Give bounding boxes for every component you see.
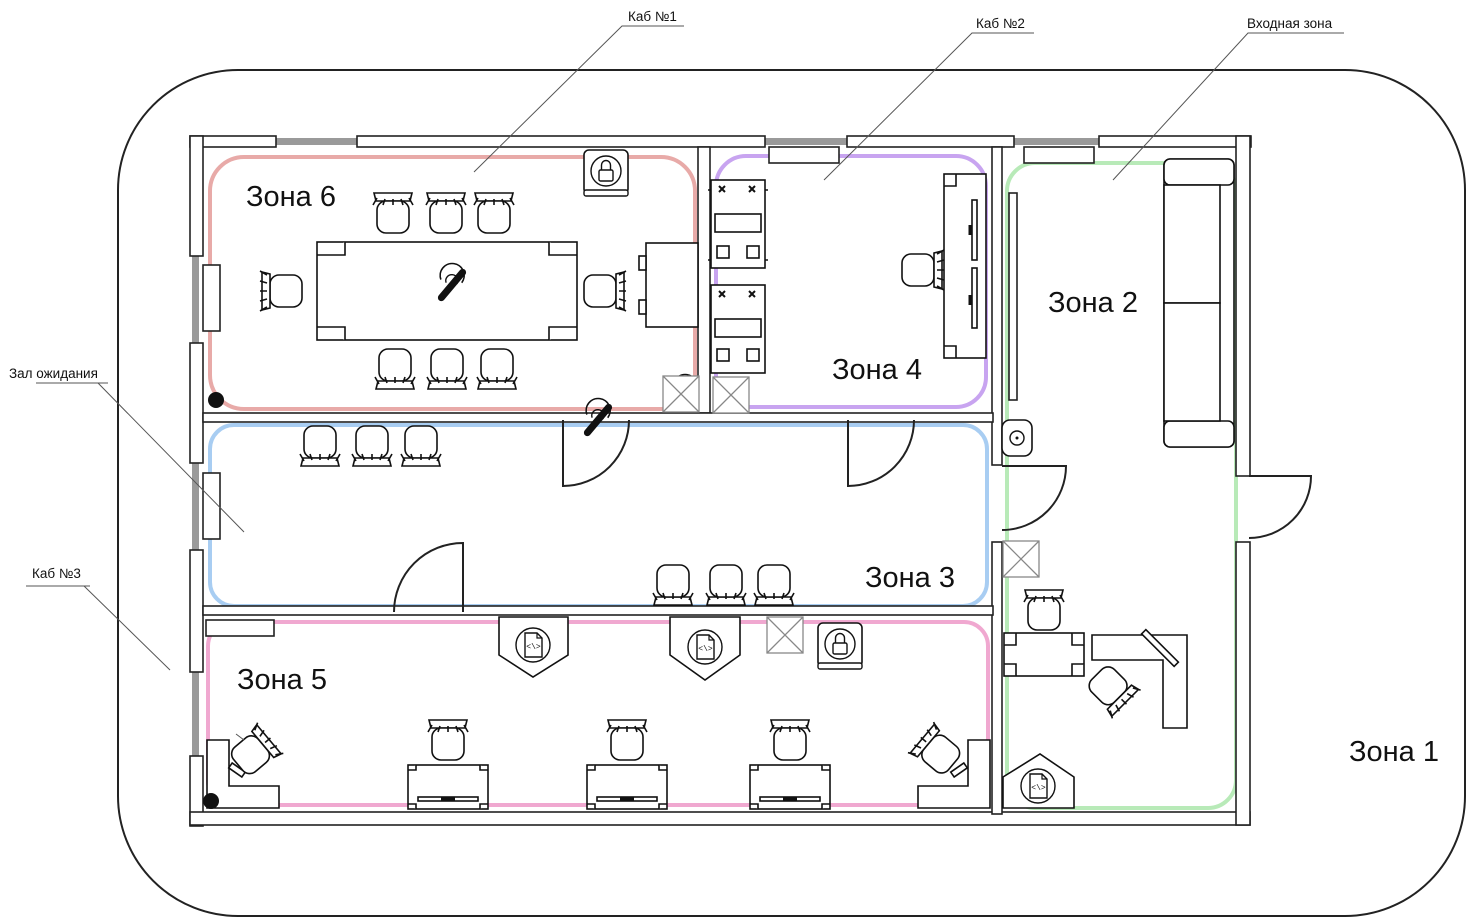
chair-icon xyxy=(476,348,518,390)
chair-icon xyxy=(901,249,945,291)
code-file-icon xyxy=(515,627,551,663)
chair-icon xyxy=(427,719,469,761)
callout-cab1: Каб №1 xyxy=(628,9,677,24)
chair-icon xyxy=(374,348,416,390)
zone-label-3: Зона 3 xyxy=(865,562,955,594)
code-badge xyxy=(498,616,569,678)
doors[interactable] xyxy=(393,419,1313,613)
chair-icon xyxy=(606,719,648,761)
outer-boundary xyxy=(117,69,1466,917)
sofa xyxy=(1163,158,1235,448)
chair-icon xyxy=(299,425,341,467)
code-file-icon xyxy=(687,629,723,665)
chair-icon xyxy=(372,192,414,234)
chair-icon xyxy=(259,270,303,312)
code-badge xyxy=(1002,753,1075,809)
motion-sensor-icon xyxy=(766,616,804,654)
callout-entrance: Входная зона xyxy=(1247,16,1333,31)
chair-icon xyxy=(1023,589,1065,631)
zone-label-2: Зона 2 xyxy=(1048,287,1138,319)
motion-sensor-icon xyxy=(1002,540,1040,578)
motion-sensor-icon xyxy=(662,375,700,413)
motion-sensor-icon xyxy=(712,376,750,414)
zone-label-4: Зона 4 xyxy=(832,354,922,386)
chair-icon xyxy=(705,564,747,606)
chair-icon xyxy=(400,425,442,467)
code-file-icon xyxy=(1020,768,1056,804)
motion-sensor-icon xyxy=(208,392,224,408)
zone-label-1: Зона 1 xyxy=(1349,736,1439,768)
reception-desk xyxy=(1003,632,1085,677)
building-walls xyxy=(189,135,1252,827)
motion-sensor-icon xyxy=(203,793,219,809)
callout-leaders xyxy=(26,25,1344,671)
equipment-racks xyxy=(708,179,768,374)
zone2-outline xyxy=(1005,161,1238,810)
chair-icon xyxy=(769,719,811,761)
callout-cab3: Каб №3 xyxy=(32,566,81,581)
chair-icon xyxy=(583,270,627,312)
lock-icon xyxy=(583,149,629,197)
workstation-desk xyxy=(585,763,669,811)
corner-desk-right xyxy=(917,739,991,809)
lock-icon xyxy=(817,622,863,670)
callout-cab2: Каб №2 xyxy=(976,16,1025,31)
sink xyxy=(1001,419,1033,457)
zone-label-6: Зона 6 xyxy=(246,181,336,213)
code-badge xyxy=(669,616,741,681)
chair-icon xyxy=(1081,659,1142,720)
chair-icon xyxy=(351,425,393,467)
chair-icon xyxy=(652,564,694,606)
callout-waiting-hall: Зал ожидания xyxy=(9,366,98,381)
corner-desk-left xyxy=(206,739,280,809)
zone4-desk xyxy=(943,173,987,359)
chair-icon xyxy=(473,192,515,234)
workstation-desk xyxy=(748,763,832,811)
zone-label-5: Зона 5 xyxy=(237,664,327,696)
corner-workstation xyxy=(1091,628,1188,729)
chair-icon xyxy=(426,348,468,390)
cabinet xyxy=(638,242,699,328)
chair-icon xyxy=(753,564,795,606)
chair-icon xyxy=(425,192,467,234)
workstation-desk xyxy=(406,763,490,811)
